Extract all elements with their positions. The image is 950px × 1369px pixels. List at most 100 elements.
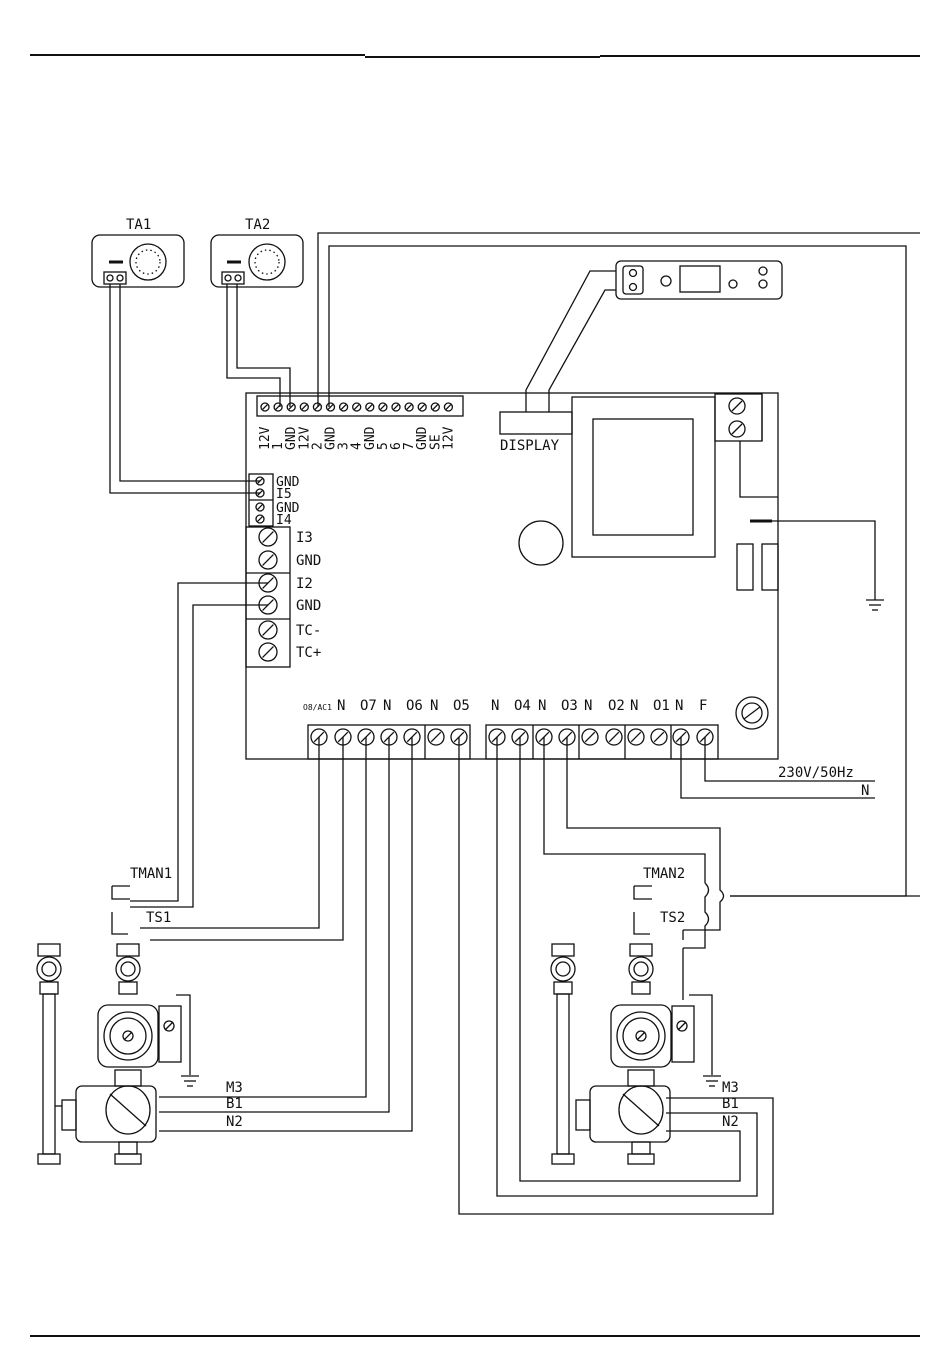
bottom-left-terminal-label: O7	[360, 698, 377, 714]
top-terminal-screw	[353, 403, 361, 411]
top-terminal-screw	[274, 403, 282, 411]
earth-connector-wire	[740, 441, 778, 497]
left-large-terminal-labels: I3GNDI2GNDTC-TC+	[296, 530, 321, 661]
transformer-core	[593, 419, 693, 535]
left-large-terminal-screw	[259, 643, 277, 661]
fuse-knob	[736, 697, 768, 729]
bottom-right-terminal-label: N	[538, 698, 546, 714]
left-large-terminal-screw	[259, 551, 277, 569]
flow-valve-2	[629, 944, 653, 994]
bottom-right-terminal-label: O1	[653, 698, 670, 714]
wire-ta1-gnd	[120, 284, 260, 481]
left-small-terminal-label: I5	[276, 487, 292, 502]
wire-ts1-o8	[140, 737, 319, 928]
heating-circuit-1: TMAN1 TS1	[37, 866, 243, 1164]
bottom-left-terminal-screw	[428, 729, 444, 745]
left-large-terminal-screw	[259, 621, 277, 639]
left-large-terminal-label: I2	[296, 576, 313, 592]
bottom-right-terminal-screw	[651, 729, 667, 745]
bottom-right-terminal-screw	[606, 729, 622, 745]
return-valve-2	[551, 944, 575, 1164]
wire-n2-1	[159, 737, 412, 1131]
bottom-right-terminal-label: O3	[561, 698, 578, 714]
wire-ta2-b	[237, 284, 290, 407]
left-small-terminal-screw	[256, 503, 264, 511]
heating-circuit-2: TMAN2 TS2	[551, 866, 739, 1164]
ts1-label: TS1	[146, 910, 171, 926]
bottom-left-terminal-label: O5	[453, 698, 470, 714]
left-large-terminal-label: GND	[296, 553, 321, 569]
pump1-earth-wire	[176, 995, 190, 1075]
pump-cable-box-1	[159, 1006, 181, 1062]
bottom-right-terminal-label: F	[699, 698, 707, 714]
left-large-terminal-block	[246, 527, 290, 667]
bottom-right-terminal-label: N	[491, 698, 499, 714]
display-connector	[500, 412, 572, 434]
wire-n-b	[497, 737, 757, 1196]
room-thermostat-ta1: TA1	[92, 217, 184, 287]
top-terminal-labels: 12V1GND12V2GND34GND567GNDSE12V	[258, 426, 456, 450]
left-large-terminal-label: GND	[296, 598, 321, 614]
bottom-right-terminal-screw	[628, 729, 644, 745]
bottom-right-terminal-label: N	[630, 698, 638, 714]
left-large-terminal-screws	[259, 528, 277, 661]
top-terminal-screw	[392, 403, 400, 411]
tman2-label: TMAN2	[643, 866, 685, 882]
pump-cable-box-2	[672, 1006, 694, 1062]
flow-valve-1	[116, 944, 140, 994]
left-large-terminal-label: TC+	[296, 645, 321, 661]
pump2-ground-symbol	[703, 1076, 721, 1086]
top-terminal-screw	[418, 403, 426, 411]
top-terminal-screw	[431, 403, 439, 411]
wire-ts1-n	[150, 737, 343, 940]
top-terminal-screw	[366, 403, 374, 411]
wire-o4-n2	[520, 737, 740, 1181]
buzzer	[519, 521, 563, 565]
bottom-left-terminal-label: N	[383, 698, 391, 714]
thermostat-ta2-label: TA2	[245, 217, 270, 233]
bottom-right-terminal-block	[486, 725, 718, 759]
left-large-terminal-label: I3	[296, 530, 313, 546]
room-thermostat-ta2: TA2	[211, 217, 303, 287]
top-terminal-screw	[340, 403, 348, 411]
mains-terminal-block	[715, 394, 762, 441]
wire-top-long-1	[318, 233, 920, 407]
circulation-pump-2	[611, 1005, 671, 1067]
circuit1-m3-label: M3	[226, 1080, 243, 1096]
pump1-ground-symbol	[181, 1076, 199, 1086]
fuse-holders	[737, 544, 778, 590]
circuit2-b1-label: B1	[722, 1096, 739, 1112]
wire-ta2-a	[227, 284, 280, 407]
bottom-right-terminal-labels: NO4NO3NO2NO1NF	[491, 698, 707, 714]
display-connector-label: DISPLAY	[500, 438, 560, 454]
circuit2-n2-label: N2	[722, 1114, 739, 1130]
left-large-terminal-screw	[259, 528, 277, 546]
circuit1-n2-label: N2	[226, 1114, 243, 1130]
thermostat-ta1-label: TA1	[126, 217, 151, 233]
bottom-right-terminal-label: O2	[608, 698, 625, 714]
bottom-right-terminal-label: O4	[514, 698, 531, 714]
bottom-left-terminal-label: N	[337, 698, 345, 714]
supply-neutral-label: N	[861, 783, 869, 799]
top-terminal-screw	[379, 403, 387, 411]
earth-ground-symbol	[866, 600, 884, 610]
bottom-right-terminal-label: N	[584, 698, 592, 714]
wire-tman2-crossover-2	[683, 882, 724, 930]
mixing-valve-actuator-2	[576, 1070, 670, 1164]
wire-tman1-gnd	[130, 605, 268, 907]
supply-phase-label: 230V/50Hz	[778, 765, 854, 781]
left-small-terminal-label: I4	[276, 513, 292, 528]
bottom-right-terminal-screw	[582, 729, 598, 745]
top-terminal-screw	[405, 403, 413, 411]
bottom-right-terminal-label: N	[675, 698, 683, 714]
mixing-valve-actuator-1	[62, 1070, 156, 1164]
control-display-panel	[616, 261, 782, 299]
pump2-earth-wire	[689, 995, 712, 1075]
top-terminal-label: 12V	[441, 426, 456, 450]
bottom-left-terminal-label: N	[430, 698, 438, 714]
mains-terminal-screws	[729, 398, 745, 437]
circuit1-b1-label: B1	[226, 1096, 243, 1112]
top-terminal-screw	[287, 403, 295, 411]
wire-tman1-i2	[130, 583, 268, 901]
circuit2-m3-label: M3	[722, 1080, 739, 1096]
